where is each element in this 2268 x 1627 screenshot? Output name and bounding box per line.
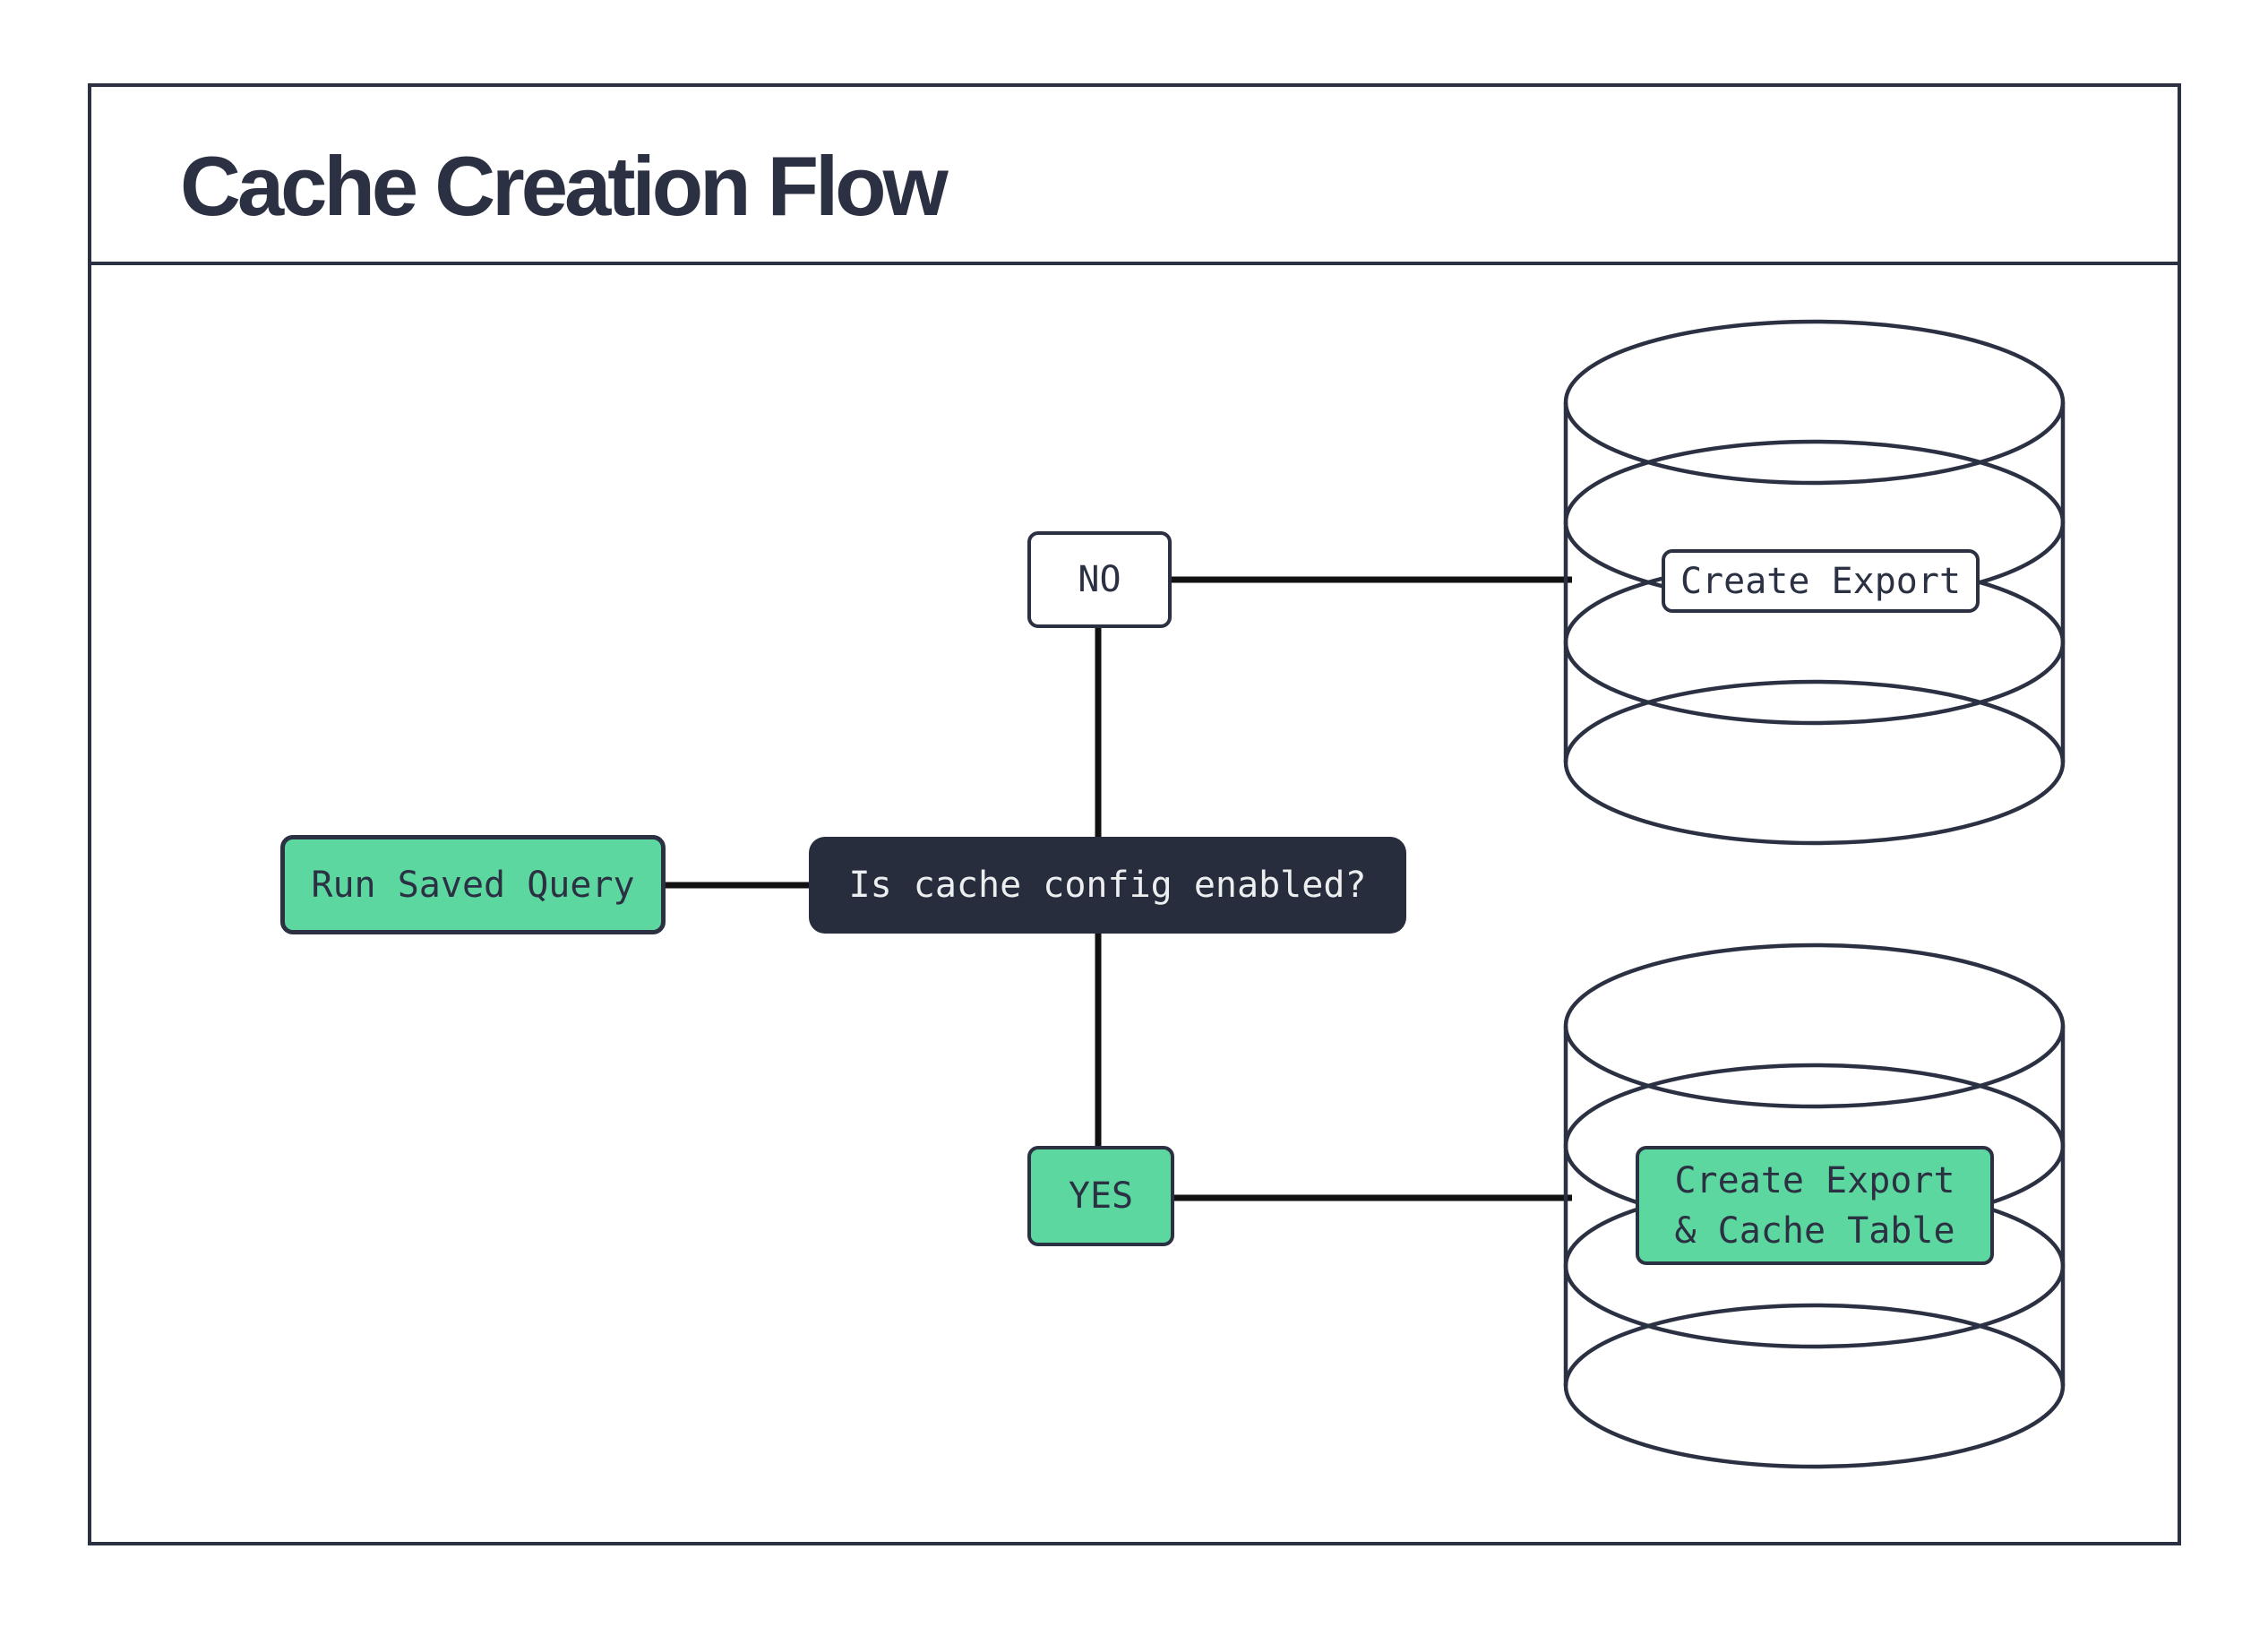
decision-node-label: Is cache config enabled?	[848, 865, 1367, 906]
create-export-cache-line1: Create Export	[1674, 1159, 1955, 1201]
create-export-label: Create Export	[1662, 549, 1980, 613]
diagram-header: Cache Creation Flow	[91, 87, 2178, 265]
no-branch-label: NO	[1078, 559, 1121, 600]
start-node-run-saved-query: Run Saved Query	[280, 835, 666, 934]
export-database-icon	[1563, 319, 2066, 846]
page-title: Cache Creation Flow	[180, 139, 949, 233]
create-export-cache-table-label: Create Export & Cache Table	[1636, 1146, 1994, 1265]
yes-branch-node: YES	[1027, 1146, 1174, 1246]
start-node-label: Run Saved Query	[311, 864, 635, 906]
decision-node-cache-config: Is cache config enabled?	[809, 837, 1406, 934]
diagram-frame: Cache Creation Flow	[88, 83, 2181, 1545]
yes-branch-label: YES	[1068, 1175, 1134, 1217]
create-export-cache-line2: & Cache Table	[1674, 1209, 1955, 1252]
create-export-label-text: Create Export	[1680, 560, 1962, 602]
no-branch-node: NO	[1027, 531, 1172, 628]
